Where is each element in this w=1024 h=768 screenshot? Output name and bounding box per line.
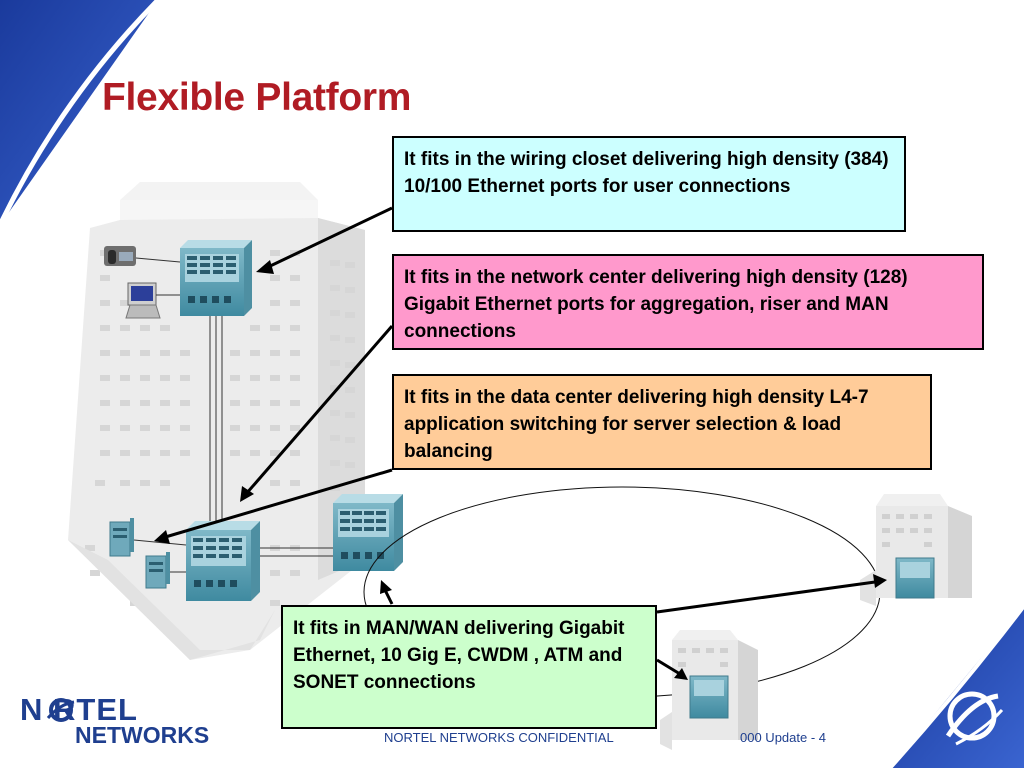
corner-decoration-top [0,0,160,227]
server-icon [109,518,134,557]
callout-man-wan: It fits in MAN/WAN delivering Gigabit Et… [281,605,657,729]
server-icon [145,552,170,589]
logo-globe-icon [46,698,75,722]
building-icon [660,630,758,750]
callout-arrows [154,206,887,680]
riser-cables [209,300,223,525]
footer-confidential: NORTEL NETWORKS CONFIDENTIAL [384,730,614,745]
callout-network-center: It fits in the network center delivering… [392,254,984,350]
callout-wiring-closet: It fits in the wiring closet delivering … [392,136,906,232]
logo-line1: N RTEL [20,692,138,727]
switch-chassis-icon [186,521,260,601]
page-title: Flexible Platform [102,76,412,119]
nortel-logo: N RTEL NETWORKS [20,692,220,748]
nortel-globe-icon [945,691,1004,746]
computer-icon [125,282,180,319]
logo-line2: NETWORKS [75,722,210,748]
phone-icon [104,246,181,266]
building-icon [860,494,972,606]
callout-data-center: It fits in the data center delivering hi… [392,374,932,470]
switch-chassis-icon [180,240,252,316]
switch-chassis-icon [333,494,403,571]
footer-page-number: 000 Update - 4 [740,730,827,745]
